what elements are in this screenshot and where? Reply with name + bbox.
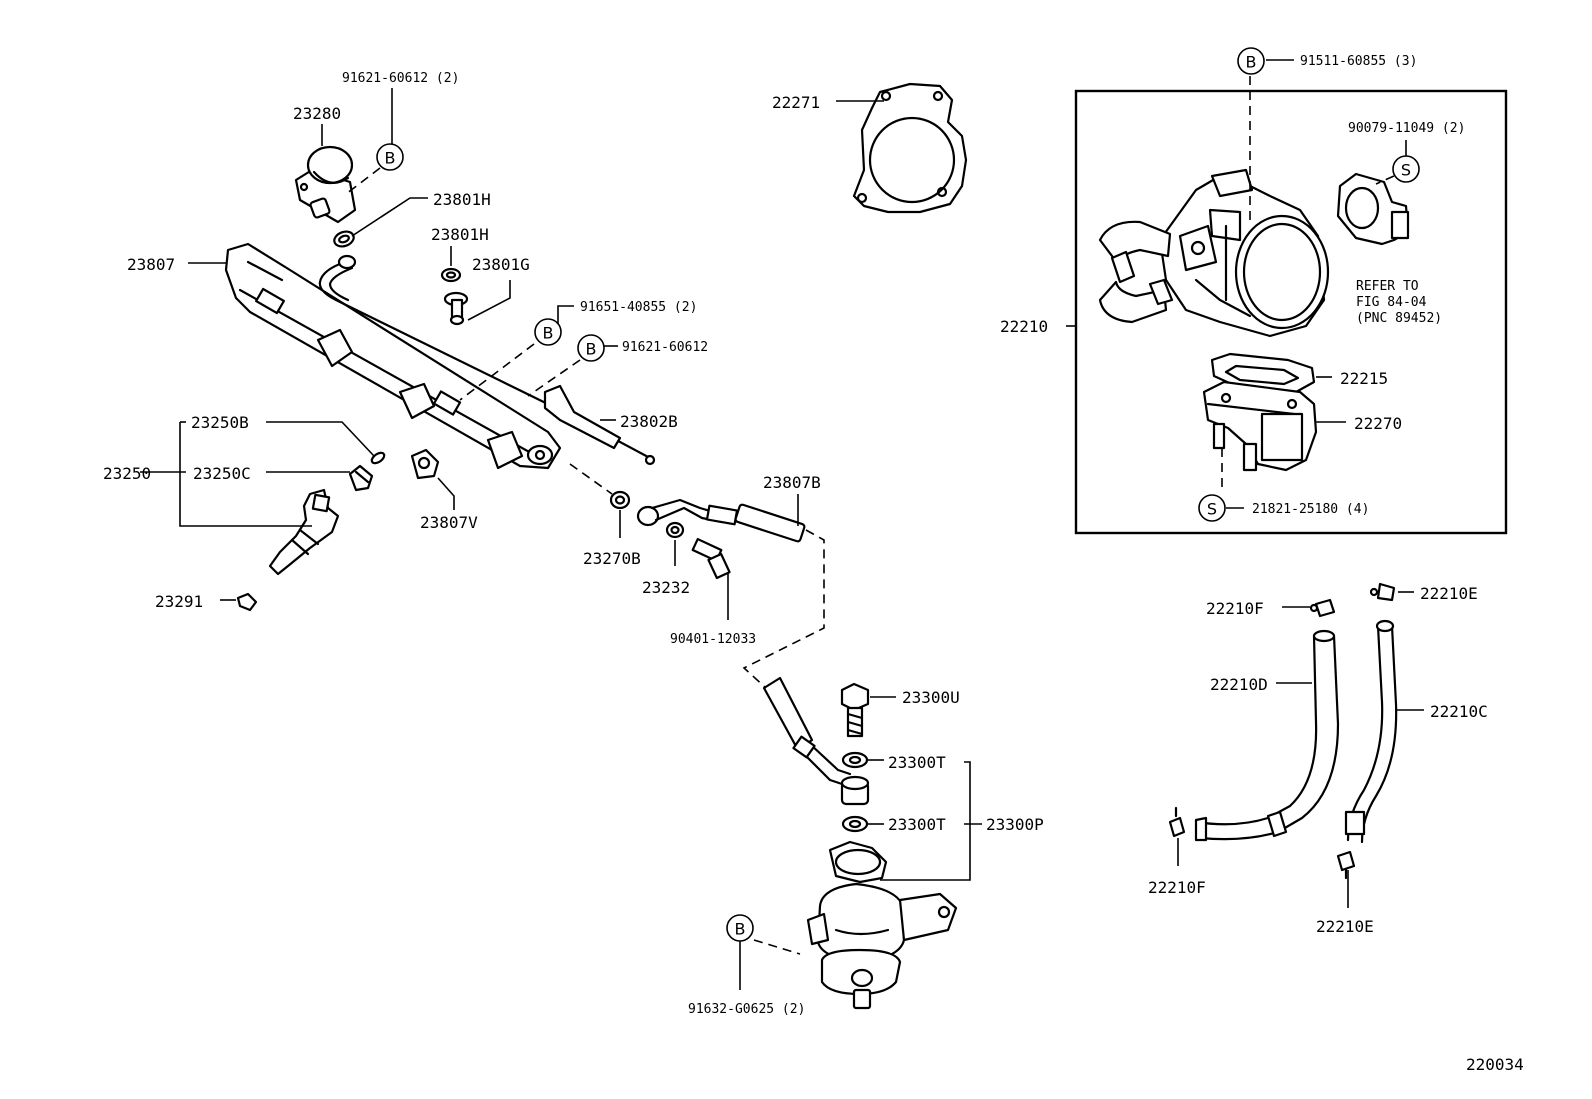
label-23300P: 23300P [986, 815, 1044, 834]
figure-id: 220034 [1466, 1055, 1524, 1074]
label-22210D: 22210D [1210, 675, 1268, 694]
o-ring-23250B [370, 451, 386, 465]
label-22210F-b: 22210F [1148, 878, 1206, 897]
label-23250B: 23250B [191, 413, 249, 432]
gasket-23801H [440, 267, 462, 283]
svg-text:S: S [1401, 161, 1411, 180]
clamp-22210F-bottom [1168, 806, 1186, 838]
label-refer-to: REFER TO [1356, 279, 1419, 294]
pulsation-damper-23300P [806, 840, 958, 1010]
fitting [840, 775, 870, 806]
label-90079-11049-2: 90079-11049 (2) [1348, 121, 1465, 136]
fuel-pipe-23802B [318, 254, 656, 466]
label-23807V: 23807V [420, 513, 478, 532]
label-22215: 22215 [1340, 369, 1388, 388]
label-91621-60612-2: 91621-60612 (2) [342, 71, 459, 86]
label-91511-60855-3: 91511-60855 (3) [1300, 54, 1417, 69]
clamp-22210F-top [1309, 598, 1336, 618]
fuel-hose-23807B-lower [762, 676, 852, 788]
pressure-regulator-23280 [294, 145, 357, 224]
label-23802B: 23802B [620, 412, 678, 431]
label-22210E-a: 22210E [1420, 584, 1478, 603]
label-23300T-b: 23300T [888, 815, 946, 834]
fuel-injector-23250 [268, 488, 340, 576]
gasket-23232 [665, 521, 685, 539]
label-23801G: 23801G [472, 255, 530, 274]
marker-b-regulator: B [376, 143, 404, 171]
marker-s-iacv: S [1198, 494, 1226, 522]
marker-b-pipe-2: B [577, 334, 605, 362]
label-23300T-a: 23300T [888, 753, 946, 772]
gasket-22215 [1210, 352, 1316, 394]
svg-text:B: B [586, 340, 597, 359]
label-21821-25180-4: 21821-25180 (4) [1252, 502, 1369, 517]
label-91621-60612: 91621-60612 [622, 340, 708, 355]
marker-b-damper: B [726, 914, 754, 942]
union-bolt-23300U [840, 682, 870, 738]
label-91651-40855-2: 91651-40855 (2) [580, 300, 697, 315]
throttle-body-22210 [1098, 168, 1330, 338]
cap-23291 [236, 592, 258, 612]
dashed-lines [345, 76, 1395, 955]
union-bolt-23801G [443, 291, 469, 326]
label-23801H-a: 23801H [433, 190, 491, 209]
gasket-22271 [852, 82, 968, 214]
label-22210E-b: 22210E [1316, 917, 1374, 936]
label-23801H-b: 23801H [431, 225, 489, 244]
label-refer-pnc: (PNC 89452) [1356, 311, 1442, 326]
gasket-23300T-upper [841, 751, 869, 769]
label-refer-fig: FIG 84-04 [1356, 295, 1427, 310]
label-23232: 23232 [642, 578, 690, 597]
throttle-body-assembly-box [1074, 89, 1508, 535]
hose-22210D [1194, 629, 1340, 842]
label-23280: 23280 [293, 104, 341, 123]
gasket-23300T-lower [841, 815, 869, 833]
throttle-position-sensor [1336, 172, 1410, 246]
label-23250: 23250 [103, 464, 151, 483]
leader-lines [140, 59, 1424, 990]
label-22271: 22271 [772, 93, 820, 112]
gasket-23270B [609, 490, 631, 510]
label-23270B: 23270B [583, 549, 641, 568]
label-22210F-a: 22210F [1206, 599, 1264, 618]
label-22210: 22210 [1000, 317, 1048, 336]
marker-s-sensor: S [1392, 155, 1420, 183]
o-ring-23801H-top [333, 230, 355, 248]
label-22210C: 22210C [1430, 702, 1488, 721]
svg-text:B: B [1246, 53, 1257, 72]
hose-22210C [1344, 619, 1398, 844]
svg-text:S: S [1207, 500, 1217, 519]
fuel-delivery-pipe-23807 [224, 242, 562, 470]
fuel-hose-23807B [636, 498, 806, 543]
label-22270: 22270 [1354, 414, 1402, 433]
label-23807B: 23807B [763, 473, 821, 492]
label-23250C: 23250C [193, 464, 251, 483]
marker-b-throttle: B [1237, 47, 1265, 75]
label-23807: 23807 [127, 255, 175, 274]
label-91632-G0625-2: 91632-G0625 (2) [688, 1002, 805, 1017]
clamp-22210E-bottom [1336, 850, 1356, 880]
clamp-22210E-top [1369, 582, 1396, 602]
svg-text:B: B [735, 920, 746, 939]
svg-text:B: B [543, 324, 554, 343]
idle-air-control-valve-22270 [1202, 380, 1318, 472]
union-bolt-90401-12033 [691, 537, 731, 580]
label-23291: 23291 [155, 592, 203, 611]
grommet-23807V [410, 448, 440, 480]
label-90401-12033: 90401-12033 [670, 632, 756, 647]
svg-text:B: B [385, 149, 396, 168]
marker-b-pipe-1: B [534, 318, 562, 346]
insulator-23250C [348, 464, 374, 492]
part-labels: 91621-60612 (2) 23280 23801H 23801H 2380… [103, 54, 1524, 1074]
label-23300U: 23300U [902, 688, 960, 707]
